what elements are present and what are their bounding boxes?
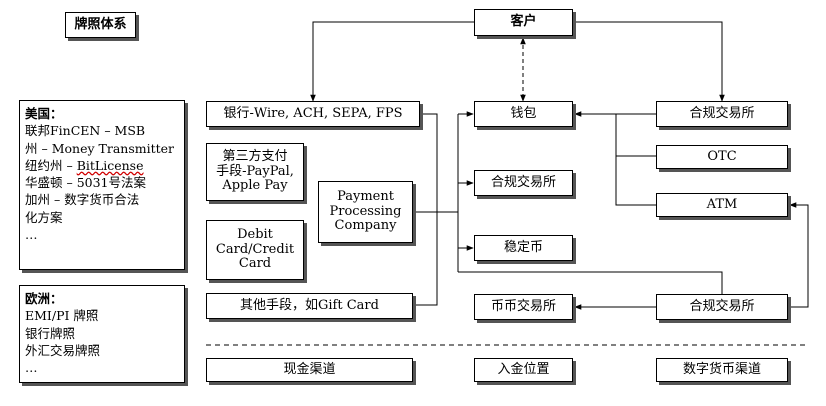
coin-exchange-box: 币币交易所: [474, 294, 573, 320]
eu-line-bank: 银行牌照: [25, 325, 76, 341]
right-exchange-top-label: 合规交易所: [689, 105, 755, 121]
right-exchange-bottom-label: 合规交易所: [689, 298, 755, 314]
eu-line-emi: EMI/PI 牌照: [25, 308, 99, 324]
title-box: 牌照体系: [65, 12, 136, 38]
us-line-fincen: 联邦FinCEN – MSB: [25, 123, 146, 139]
title-label: 牌照体系: [74, 16, 127, 32]
customer-to-bank-arrow: [310, 21, 474, 102]
third-party-line-3: Apple Pay: [222, 178, 288, 194]
stablecoin-box: 稳定币: [474, 235, 573, 261]
bank-to-processor-line: [413, 113, 438, 213]
other-to-processor-line: [413, 212, 438, 306]
customer-box: 客户: [474, 9, 573, 36]
us-line-newyork: 纽约州 – BitLicense: [25, 157, 144, 173]
atm-box: ATM: [656, 193, 788, 217]
wallet-box: 钱包: [474, 101, 573, 127]
processor-box: Payment Processing Company: [318, 181, 413, 243]
us-license-panel: 美国： 联邦FinCEN – MSB 州 – Money Transmitter…: [19, 100, 185, 270]
otc-box: OTC: [656, 145, 788, 169]
us-panel-title: 美国：: [25, 106, 63, 121]
footer-entry-label: 入金位置: [497, 361, 550, 377]
customer-to-exchange-arrow: [573, 21, 725, 102]
right-exchange-top-box: 合规交易所: [656, 101, 788, 127]
other-box: 其他手段，如Gift Card: [206, 293, 413, 319]
eu-line-ellipsis: …: [25, 360, 38, 375]
us-line-washington: 华盛顿 – 5031号法案: [25, 175, 147, 190]
bank-label: 银行-Wire, ACH, SEPA, FPS: [223, 105, 403, 121]
debit-line-3: Card: [238, 256, 272, 272]
third-party-box: 第三方支付 手段-PayPal, Apple Pay: [206, 143, 304, 201]
coin-exchange-label: 币币交易所: [490, 298, 556, 314]
us-line-state: 州 – Money Transmitter: [25, 140, 175, 156]
line-to-bottom-exchange: [458, 271, 723, 294]
debit-line-2: Card/Credit: [215, 241, 295, 257]
us-line-ellipsis: …: [25, 226, 38, 242]
footer-crypto-box: 数字货币渠道: [656, 358, 788, 382]
us-line-california: 加州 – 数字货币合法: [25, 192, 140, 208]
debit-line-1: Debit: [237, 226, 273, 242]
footer-entry-box: 入金位置: [474, 358, 573, 382]
footer-crypto-label: 数字货币渠道: [682, 361, 761, 377]
otc-label: OTC: [707, 148, 737, 164]
other-label: 其他手段，如Gift Card: [240, 297, 379, 313]
middle-exchange-label: 合规交易所: [490, 174, 556, 190]
third-party-line-1: 第三方支付: [222, 148, 288, 164]
bank-box: 银行-Wire, ACH, SEPA, FPS: [206, 101, 420, 127]
processor-line-1: Payment: [337, 188, 394, 204]
middle-exchange-box: 合规交易所: [474, 170, 573, 196]
eu-panel-title: 欧洲：: [25, 291, 63, 306]
wallet-label: 钱包: [510, 105, 537, 121]
eu-license-panel: 欧洲： EMI/PI 牌照 银行牌照 外汇交易牌照 …: [19, 285, 185, 383]
debit-box: Debit Card/Credit Card: [206, 220, 304, 280]
processor-line-2: Processing: [329, 203, 402, 219]
footer-cash-label: 现金渠道: [283, 361, 336, 377]
right-exchange-bottom-box: 合规交易所: [656, 294, 788, 320]
third-party-line-2: 手段-PayPal,: [216, 163, 294, 179]
exchange-to-atm-arrow: [788, 202, 809, 308]
processor-line-3: Company: [334, 218, 397, 234]
atm-label: ATM: [706, 196, 738, 212]
stablecoin-label: 稳定币: [503, 239, 543, 255]
eu-line-forex: 外汇交易牌照: [25, 342, 101, 358]
us-line-california-cont: 化方案: [25, 209, 63, 225]
spellcheck-underline: BitLicense: [76, 157, 144, 173]
footer-cash-box: 现金渠道: [206, 358, 413, 382]
customer-label: 客户: [510, 14, 537, 30]
